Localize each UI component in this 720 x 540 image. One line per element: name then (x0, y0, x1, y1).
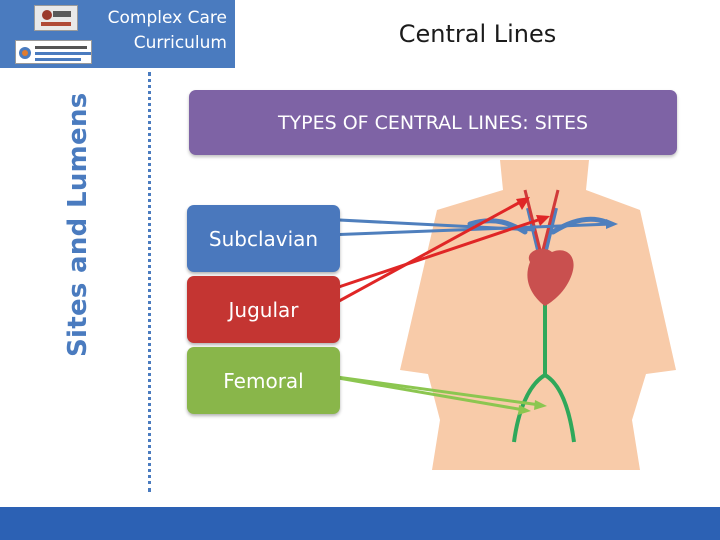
femoral-left-branch (512, 373, 547, 443)
femoral-button[interactable]: Femoral (187, 347, 340, 414)
vein-center-left (526, 207, 540, 251)
body-silhouette (400, 160, 676, 470)
artery-left (523, 189, 542, 251)
vein-right (550, 216, 609, 235)
section-banner: TYPES OF CENTRAL LINES: SITES (189, 90, 677, 155)
complex-care-logo (34, 5, 78, 31)
vein-left (467, 218, 528, 235)
femoral-pointer-arrows (314, 372, 547, 415)
jugular-button[interactable]: Jugular (187, 276, 340, 343)
section-side-title: Sites and Lumens (63, 92, 93, 358)
footer-bar (0, 507, 720, 540)
course-header: Complex Care Curriculum (0, 0, 235, 68)
subclavian-pointer-arrows (299, 216, 618, 238)
hospital-logo (15, 40, 92, 64)
dotted-divider (148, 72, 151, 492)
vein-center-right (544, 207, 558, 251)
heart-shape (527, 248, 574, 306)
course-title-line-2: Curriculum (133, 33, 227, 53)
page-title: Central Lines (398, 20, 557, 48)
course-title: Complex Care Curriculum (108, 6, 227, 56)
femoral-right-branch (543, 373, 576, 443)
course-title-line-1: Complex Care (107, 8, 227, 28)
artery-right (541, 189, 560, 251)
subclavian-button[interactable]: Subclavian (187, 205, 340, 272)
